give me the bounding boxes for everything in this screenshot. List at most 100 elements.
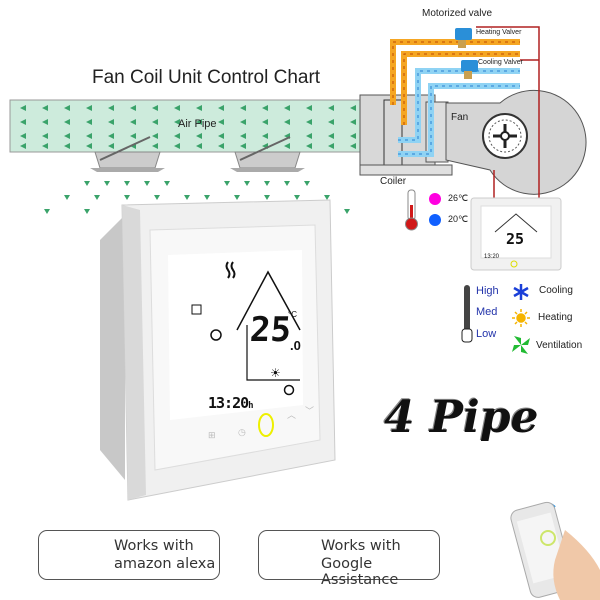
airflow-arrow bbox=[218, 119, 224, 125]
heating-valve-label: Heating Valver bbox=[476, 29, 522, 36]
airflow-arrow bbox=[306, 119, 312, 125]
airflow-arrow bbox=[218, 143, 224, 149]
airflow-arrow bbox=[174, 133, 180, 139]
airflow-arrow bbox=[64, 105, 70, 111]
airflow-arrow bbox=[130, 105, 136, 111]
airflow-arrow bbox=[20, 119, 26, 125]
airflow-arrow bbox=[196, 143, 202, 149]
airflow-arrow bbox=[306, 143, 312, 149]
airflow-arrow bbox=[196, 133, 202, 139]
airflow-arrow bbox=[20, 143, 26, 149]
airflow-arrow bbox=[130, 119, 136, 125]
airflow-arrow bbox=[42, 133, 48, 139]
airflow-arrow bbox=[240, 119, 246, 125]
cooling-valve-icon bbox=[461, 60, 478, 79]
airflow-arrow bbox=[164, 181, 170, 186]
airflow-arrow bbox=[262, 133, 268, 139]
fan-speed-low: Low bbox=[476, 328, 497, 340]
airflow-arrow bbox=[42, 119, 48, 125]
airflow-arrow bbox=[328, 105, 334, 111]
airflow-arrow bbox=[328, 133, 334, 139]
airflow-arrow bbox=[152, 105, 158, 111]
schedule-icon bbox=[210, 329, 222, 341]
airflow-arrow bbox=[108, 133, 114, 139]
hot-dot bbox=[429, 193, 441, 205]
airflow-arrow bbox=[344, 209, 350, 214]
fan-speed-slider-knob[interactable] bbox=[461, 328, 473, 343]
clock-icon bbox=[283, 384, 295, 396]
airflow-arrow bbox=[284, 181, 290, 186]
airflow-arrow bbox=[144, 181, 150, 186]
airflow-arrow bbox=[64, 119, 70, 125]
airflow-arrow bbox=[108, 119, 114, 125]
thermostat-device: ☀ ⊞ ◷ ︿ ﹀ bbox=[100, 199, 336, 501]
airflow-arrow bbox=[306, 133, 312, 139]
power-button[interactable] bbox=[258, 413, 274, 437]
airflow-arrow bbox=[240, 143, 246, 149]
airflow-arrow bbox=[108, 105, 114, 111]
diagram-title: Fan Coil Unit Control Chart bbox=[92, 67, 321, 88]
airflow-arrow bbox=[154, 195, 160, 200]
airflow-arrow bbox=[224, 181, 230, 186]
home-mode-icon bbox=[191, 304, 202, 315]
airflow-arrow bbox=[240, 133, 246, 139]
airflow-arrow bbox=[264, 181, 270, 186]
down-button[interactable]: ﹀ bbox=[305, 406, 314, 416]
airflow-arrow bbox=[328, 143, 334, 149]
airflow-arrow bbox=[64, 195, 70, 200]
airflow-arrow bbox=[262, 105, 268, 111]
air-pipe-label: Air Pipe bbox=[178, 118, 217, 130]
airflow-arrow bbox=[284, 105, 290, 111]
airflow-arrow bbox=[42, 105, 48, 111]
airflow-arrows bbox=[20, 105, 356, 149]
thermostat-decimal: .0 bbox=[290, 338, 301, 353]
airflow-arrow bbox=[86, 119, 92, 125]
svg-text:25: 25 bbox=[506, 230, 524, 248]
ventilation-icon bbox=[512, 336, 530, 354]
control-wires bbox=[476, 26, 540, 200]
heat-waves-icon bbox=[225, 261, 236, 279]
headline-4-pipe: 4 Pipe bbox=[384, 392, 539, 443]
fan-speed-slider-track bbox=[464, 285, 470, 335]
airflow-arrow bbox=[124, 181, 130, 186]
thermometer-icon bbox=[405, 189, 418, 231]
timer-button[interactable]: ◷ bbox=[238, 427, 246, 437]
thermostat-temperature: 25 bbox=[248, 310, 293, 350]
airflow-arrow bbox=[304, 181, 310, 186]
airflow-arrow bbox=[20, 105, 26, 111]
airflow-arrow bbox=[284, 119, 290, 125]
google-badge-line1: Works with bbox=[321, 538, 401, 554]
airflow-arrow bbox=[284, 143, 290, 149]
airflow-arrow bbox=[244, 181, 250, 186]
airflow-arrow bbox=[174, 105, 180, 111]
google-badge-line2: Google Assistance bbox=[321, 556, 399, 588]
mode-sun-icon: ☀ bbox=[270, 366, 281, 380]
airflow-arrow bbox=[94, 195, 100, 200]
airflow-arrow bbox=[294, 195, 300, 200]
sun-icon bbox=[512, 309, 530, 327]
cooling-valve-label: Cooling Valver bbox=[478, 59, 524, 66]
fan-speed-med: Med bbox=[476, 306, 498, 318]
airflow-arrow bbox=[184, 195, 190, 200]
airflow-arrow bbox=[234, 195, 240, 200]
alexa-badge-line2: amazon alexa bbox=[114, 556, 216, 572]
cold-dot bbox=[429, 214, 441, 226]
menu-button[interactable]: ⊞ bbox=[208, 430, 216, 440]
airflow-arrow bbox=[196, 119, 202, 125]
airflow-arrow bbox=[328, 119, 334, 125]
airflow-arrow bbox=[196, 105, 202, 111]
airflow-arrow bbox=[204, 195, 210, 200]
airflow-arrow bbox=[350, 105, 356, 111]
airflow-arrow bbox=[350, 143, 356, 149]
up-button[interactable]: ︿ bbox=[287, 410, 296, 420]
diffuser-right bbox=[230, 136, 305, 172]
airflow-arrow bbox=[306, 105, 312, 111]
small-thermostat: 25 13:20 bbox=[470, 197, 562, 271]
coiler-label: Coiler bbox=[380, 176, 407, 187]
airflow-arrow bbox=[218, 133, 224, 139]
airflow-arrow bbox=[350, 133, 356, 139]
airflow-arrow bbox=[64, 143, 70, 149]
hot-temp: 26℃ bbox=[448, 193, 469, 203]
airflow-arrow bbox=[84, 209, 90, 214]
airflow-arrow bbox=[350, 119, 356, 125]
